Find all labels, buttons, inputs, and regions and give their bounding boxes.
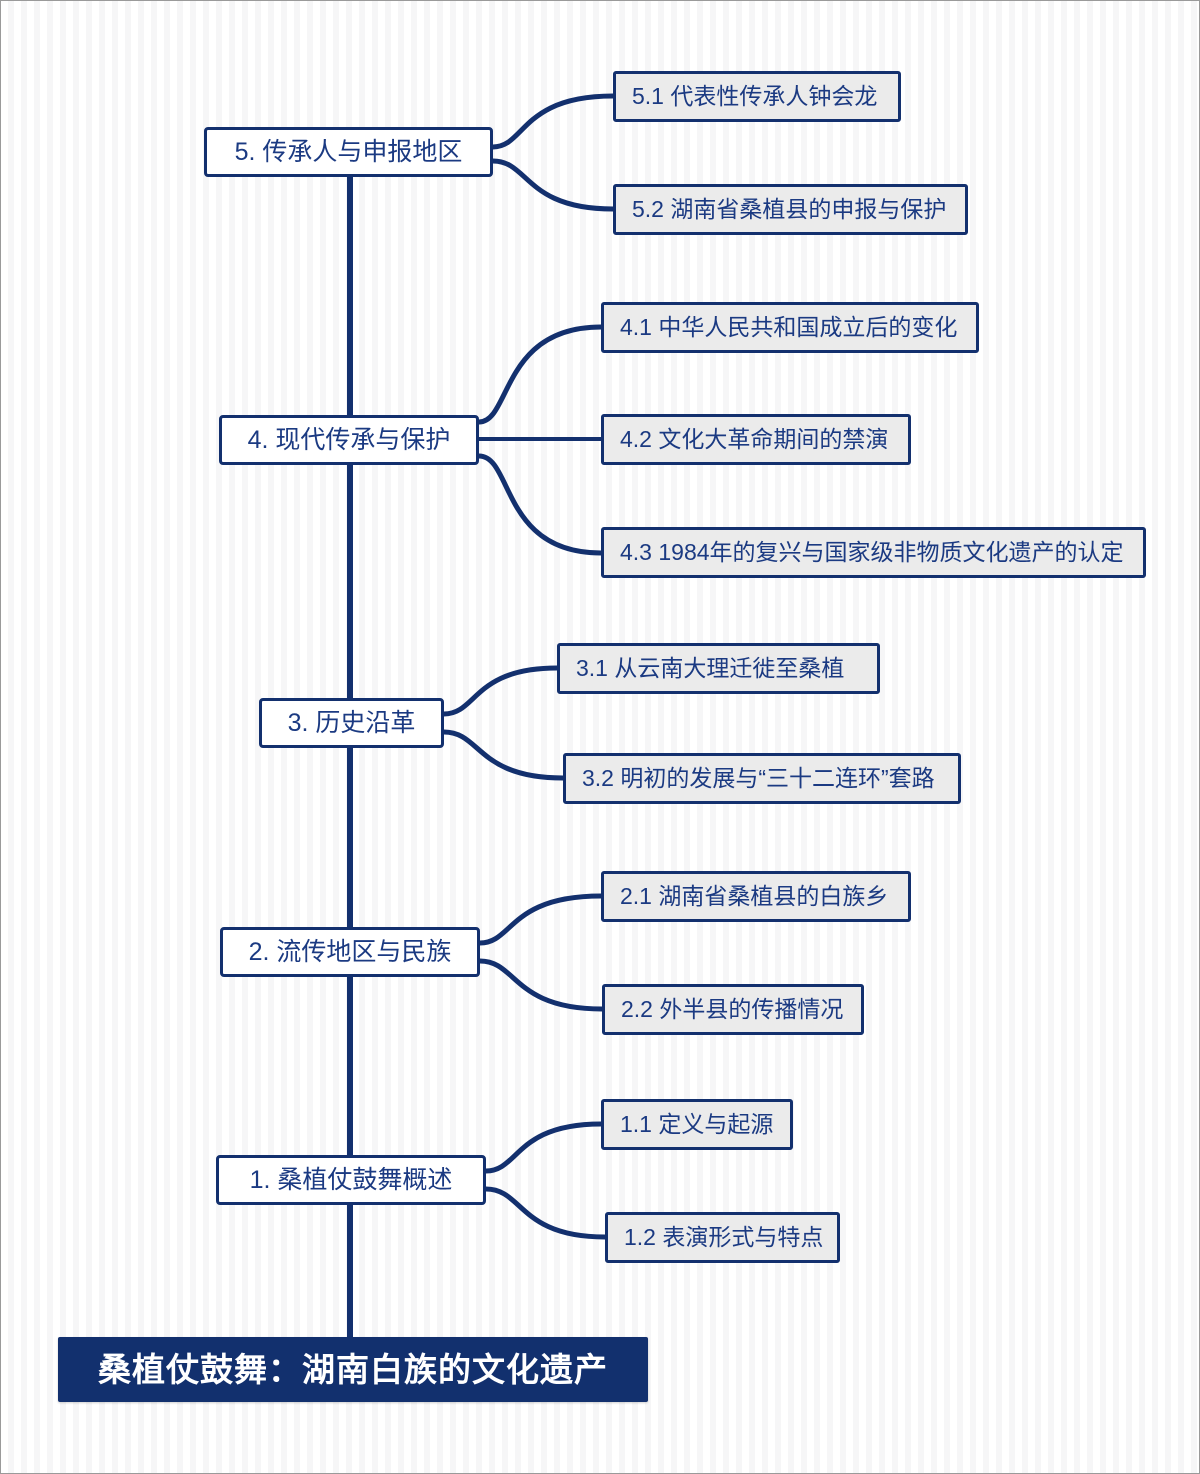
connector-3-to-3-1	[441, 665, 560, 717]
sub-node-2-2-label: 2.2 外半县的传播情况	[621, 996, 844, 1022]
sub-node-2-2[interactable]: 2.2 外半县的传播情况	[602, 984, 864, 1035]
sub-node-4-2[interactable]: 4.2 文化大革命期间的禁演	[601, 414, 911, 465]
sub-node-4-3[interactable]: 4.3 1984年的复兴与国家级非物质文化遗产的认定	[601, 527, 1146, 578]
sub-node-1-2[interactable]: 1.2 表演形式与特点	[605, 1212, 840, 1263]
root-node[interactable]: 桑植仗鼓舞：湖南白族的文化遗产	[58, 1337, 648, 1402]
sub-node-4-2-label: 4.2 文化大革命期间的禁演	[620, 426, 889, 452]
sub-node-4-1-label: 4.1 中华人民共和国成立后的变化	[620, 314, 958, 340]
branch-node-2[interactable]: 2. 流传地区与民族	[220, 927, 480, 977]
branch-node-1[interactable]: 1. 桑植仗鼓舞概述	[216, 1155, 486, 1205]
sub-node-1-1[interactable]: 1.1 定义与起源	[601, 1099, 793, 1150]
sub-node-4-1[interactable]: 4.1 中华人民共和国成立后的变化	[601, 302, 979, 353]
connector-4-to-4-3	[476, 453, 604, 556]
branch-node-3[interactable]: 3. 历史沿革	[259, 698, 444, 748]
branch-node-3-label: 3. 历史沿革	[287, 708, 416, 737]
branch-node-2-label: 2. 流传地区与民族	[248, 937, 452, 966]
sub-node-3-2[interactable]: 3.2 明初的发展与“三十二连环”套路	[563, 753, 961, 804]
sub-node-2-1[interactable]: 2.1 湖南省桑植县的白族乡	[601, 871, 911, 922]
sub-node-5-1[interactable]: 5.1 代表性传承人钟会龙	[613, 71, 901, 122]
connector-5-to-5-2	[490, 158, 616, 212]
sub-node-1-1-label: 1.1 定义与起源	[620, 1111, 774, 1137]
sub-node-1-2-label: 1.2 表演形式与特点	[624, 1224, 824, 1250]
branch-node-5-label: 5. 传承人与申报地区	[234, 137, 463, 166]
sub-node-4-3-label: 4.3 1984年的复兴与国家级非物质文化遗产的认定	[620, 539, 1124, 565]
connector-1-to-1-2	[483, 1186, 608, 1240]
connector-1-to-1-1	[483, 1121, 604, 1174]
connector-2-to-2-1	[477, 893, 604, 946]
connector-2-to-2-2	[477, 958, 605, 1012]
root-node-label: 桑植仗鼓舞：湖南白族的文化遗产	[98, 1351, 608, 1388]
branch-node-5[interactable]: 5. 传承人与申报地区	[204, 127, 493, 177]
sub-node-3-1-label: 3.1 从云南大理迁徙至桑植	[576, 655, 845, 681]
sub-node-3-2-label: 3.2 明初的发展与“三十二连环”套路	[582, 765, 935, 791]
branch-node-1-label: 1. 桑植仗鼓舞概述	[249, 1165, 453, 1194]
sub-node-5-2[interactable]: 5.2 湖南省桑植县的申报与保护	[613, 184, 968, 235]
sub-node-3-1[interactable]: 3.1 从云南大理迁徙至桑植	[557, 643, 880, 694]
sub-node-5-1-label: 5.1 代表性传承人钟会龙	[632, 83, 878, 109]
connector-5-to-5-1	[490, 93, 616, 150]
branch-node-4-label: 4. 现代传承与保护	[247, 425, 451, 454]
connector-3-to-3-2	[441, 729, 566, 781]
sub-node-5-2-label: 5.2 湖南省桑植县的申报与保护	[632, 196, 947, 222]
branch-node-4[interactable]: 4. 现代传承与保护	[219, 415, 479, 465]
connector-4-to-4-1	[476, 324, 604, 425]
sub-node-2-1-label: 2.1 湖南省桑植县的白族乡	[620, 883, 889, 909]
